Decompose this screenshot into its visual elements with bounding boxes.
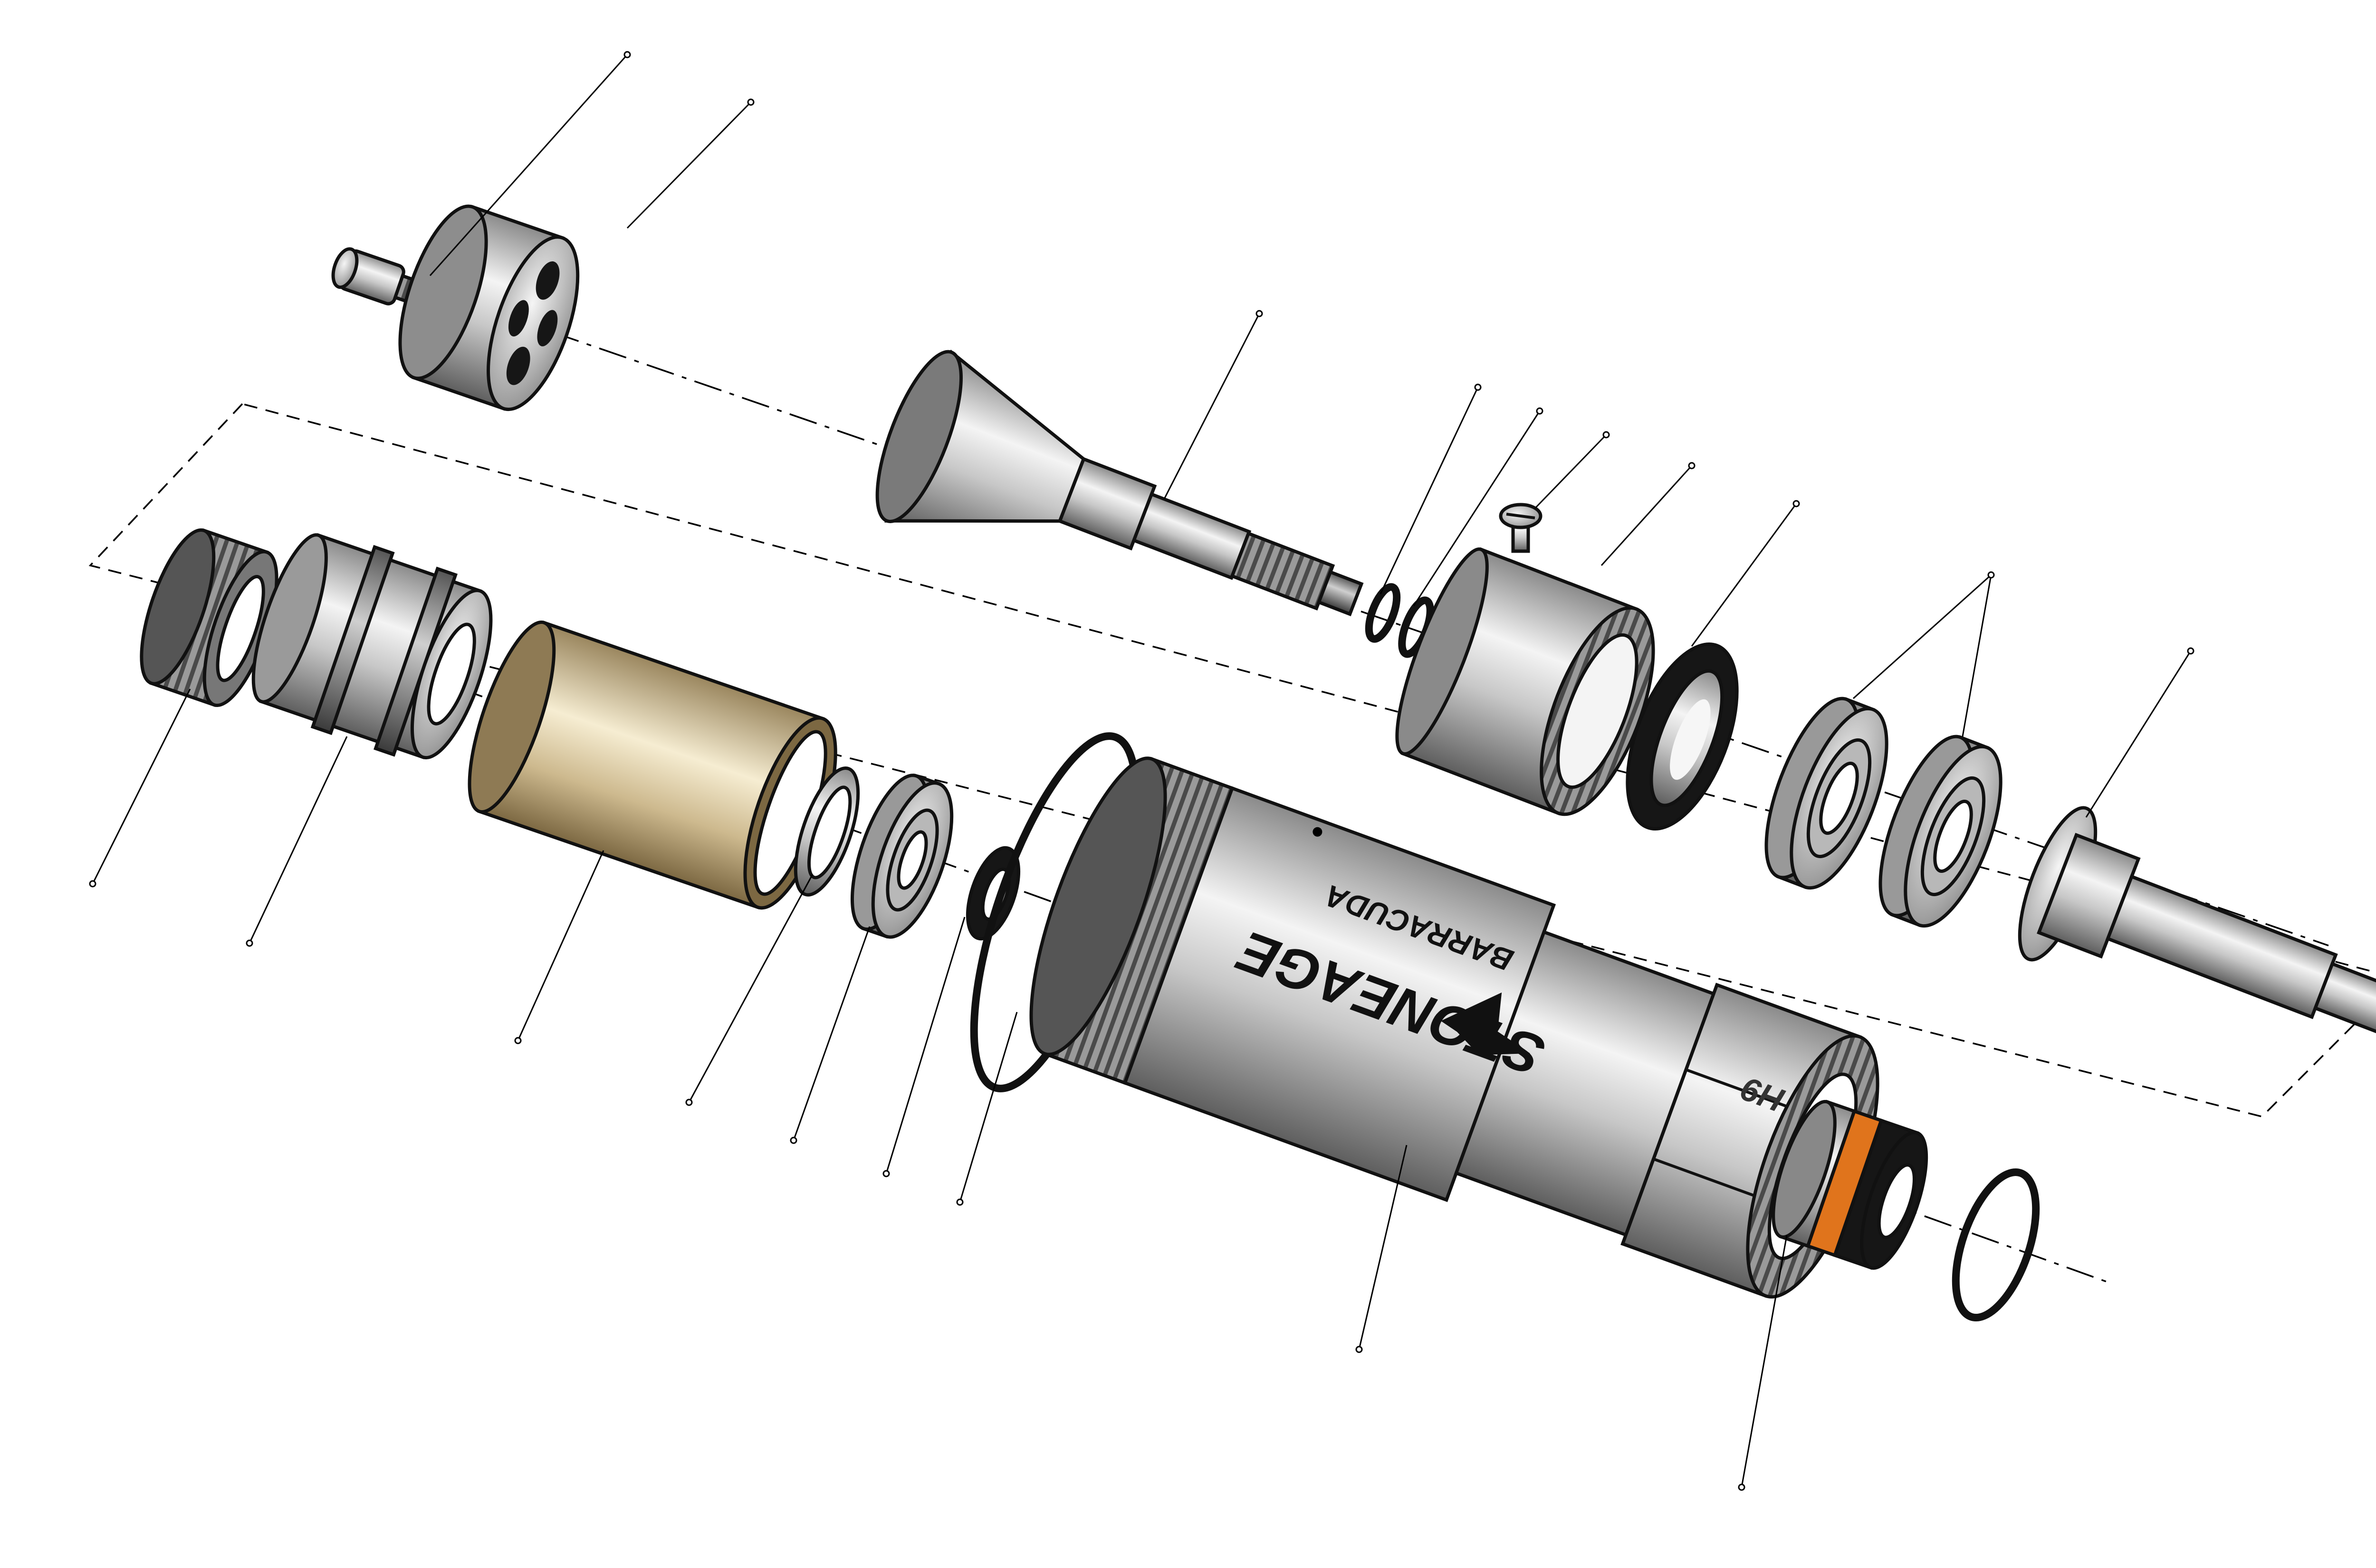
leader-thin-washer xyxy=(688,874,814,1103)
end-o-ring xyxy=(1952,1168,2040,1321)
slotted-coupling xyxy=(251,533,493,760)
threaded-ring xyxy=(140,528,278,708)
rotor-shaft xyxy=(875,349,1364,616)
leader-bearing-housing xyxy=(1600,465,1693,566)
leader-shaft-o-ring-2 xyxy=(1413,411,1541,606)
leader-cartridge-seal xyxy=(1741,1235,1788,1488)
leader-slotted-coupling xyxy=(249,736,348,944)
leader-set-screw xyxy=(1534,434,1607,509)
bearing-housing xyxy=(1395,547,1655,816)
leader-housing-seal xyxy=(1691,503,1797,647)
cartridge-seal xyxy=(1772,1100,1928,1270)
leader-stepped-shaft xyxy=(2085,650,2192,818)
leader-main-body xyxy=(1358,1145,1408,1350)
stepped-shaft xyxy=(2018,806,2376,1038)
leader-ball-bearing-2 xyxy=(1962,574,1992,737)
leader-cap-screw xyxy=(429,54,628,276)
ball-bearing-3 xyxy=(850,774,954,939)
leader-lines xyxy=(89,51,2194,1491)
rotor-head xyxy=(398,204,580,411)
leader-ball-bearing-3 xyxy=(793,926,871,1141)
shaft-o-ring-1 xyxy=(1365,583,1401,643)
ball-bearing-1 xyxy=(1764,697,1888,890)
ball-bearing-2 xyxy=(1878,735,2002,928)
leader-shaft-o-ring-1 xyxy=(1380,387,1479,594)
set-screw xyxy=(1499,503,1542,553)
leader-small-seal xyxy=(885,917,966,1174)
upper-assembly-axis xyxy=(361,265,2329,947)
leader-large-o-ring xyxy=(959,1012,1018,1203)
main-body: STONEAGE BARRACUDA H9 xyxy=(1029,756,1879,1299)
leader-ball-bearing-1 xyxy=(1852,574,1992,699)
leader-bronze-bushing xyxy=(517,850,604,1041)
housing-seal xyxy=(1626,642,1739,831)
leader-threaded-ring xyxy=(92,688,191,884)
leader-rotor-shaft xyxy=(1163,313,1260,499)
bronze-bushing xyxy=(468,621,837,910)
thin-washer xyxy=(794,766,860,897)
brand-logo-mark xyxy=(1441,992,1530,1055)
leader-rotor-head xyxy=(626,101,752,229)
